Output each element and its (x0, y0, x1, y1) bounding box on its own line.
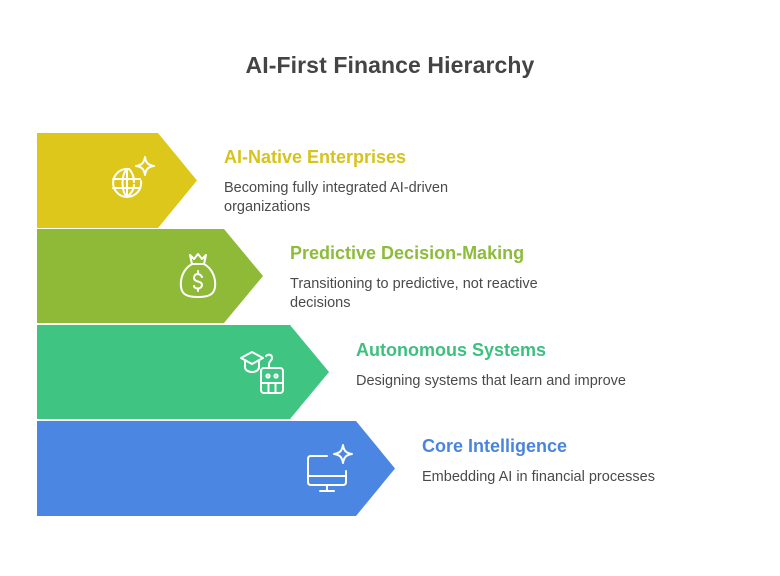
arrow-band-shape (37, 229, 263, 323)
level-description: Becoming fully integrated AI-driven orga… (224, 180, 449, 215)
money-bag-icon (179, 253, 217, 298)
level-4-label: Core Intelligence Embedding AI in financ… (422, 435, 742, 487)
level-heading: AI-Native Enterprises (224, 147, 407, 167)
page-title: AI-First Finance Hierarchy (245, 52, 535, 78)
hierarchy-level-3 (37, 325, 329, 419)
hierarchy-level-4 (37, 421, 395, 516)
arrow-band-shape (37, 421, 395, 516)
level-1-label: AI-Native Enterprises Becoming fully int… (224, 146, 484, 217)
level-description: Embedding AI in financial processes (422, 469, 655, 485)
hierarchy-level-2 (37, 229, 263, 323)
hierarchy-level-1 (37, 133, 197, 228)
globe-sparkle-icon (112, 156, 155, 198)
monitor-sparkle-icon (307, 444, 353, 492)
level-description: Designing systems that learn and improve (356, 373, 626, 389)
arrow-band-shape (37, 325, 329, 419)
level-2-label: Predictive Decision-Making Transitioning… (290, 242, 570, 313)
level-heading: Autonomous Systems (356, 340, 547, 360)
graduation-robot-icon (240, 351, 284, 394)
level-3-label: Autonomous Systems Designing systems tha… (356, 339, 676, 391)
level-heading: Core Intelligence (422, 436, 568, 456)
level-description: Transitioning to predictive, not reactiv… (290, 276, 538, 311)
level-heading: Predictive Decision-Making (290, 243, 525, 263)
arrow-band-shape (37, 133, 197, 228)
